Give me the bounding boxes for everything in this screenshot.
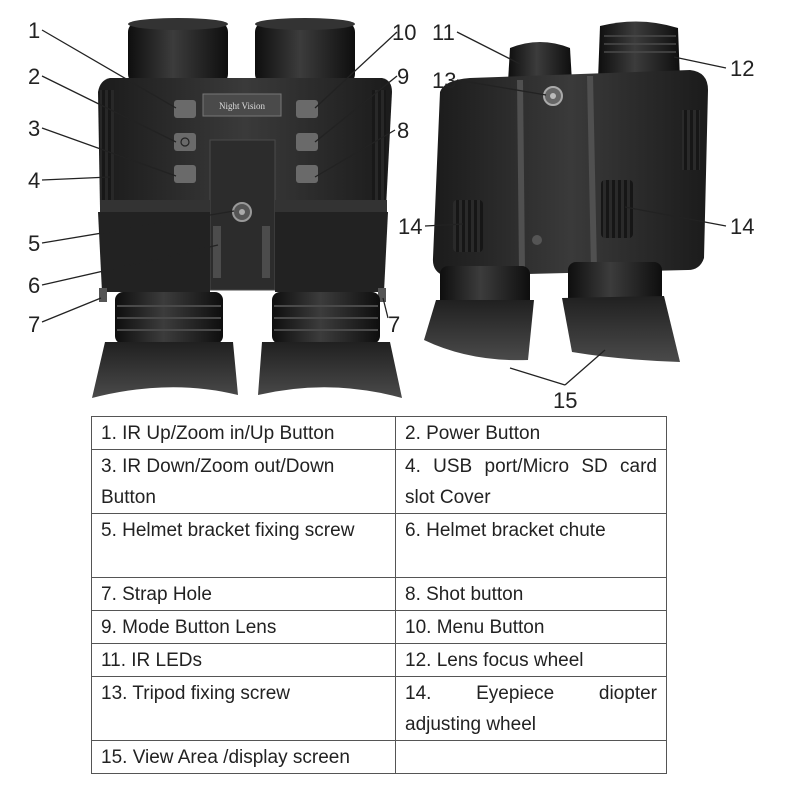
legend-row: 11. IR LEDs 12. Lens focus wheel: [91, 643, 667, 677]
legend-cell: 5. Helmet bracket fixing screw: [91, 513, 396, 578]
callout-15: 15: [553, 388, 577, 413]
device-label: Night Vision: [219, 101, 266, 111]
strap-hole-left: [99, 288, 107, 302]
left-objective-tube: [128, 22, 228, 84]
ir-up-button[interactable]: [174, 100, 196, 118]
mode-button[interactable]: [296, 133, 318, 151]
callout-6: 6: [28, 273, 40, 298]
legend-cell: 2. Power Button: [395, 416, 667, 450]
legend-row: 5. Helmet bracket fixing screw 6. Helmet…: [91, 513, 667, 578]
legend-cell: 12. Lens focus wheel: [395, 643, 667, 677]
legend-cell: 10. Menu Button: [395, 610, 667, 644]
callout-7-right: 7: [388, 312, 400, 337]
front-view-binocular: Night Vision: [92, 18, 402, 398]
angled-diopter-wheel-right[interactable]: [601, 180, 633, 238]
angled-diopter-wheel-left[interactable]: [453, 200, 483, 252]
callout-9: 9: [397, 64, 409, 89]
right-eyecup: [258, 342, 402, 398]
legend-cell: 7. Strap Hole: [91, 577, 396, 611]
callout-8: 8: [397, 118, 409, 143]
callout-10: 10: [392, 20, 416, 45]
legend-cell: 15. View Area /display screen: [91, 740, 396, 774]
strap-hole-right: [378, 288, 386, 302]
callout-5: 5: [28, 231, 40, 256]
legend-row: 9. Mode Button Lens 10. Menu Button: [91, 610, 667, 644]
leader-lines: [41, 29, 727, 386]
ir-down-button[interactable]: [174, 165, 196, 183]
callout-numbers: 1 2 3 4 5 6 7 7 8 9 10 11 12 13 14 14 15: [28, 18, 754, 413]
callout-14-right: 14: [730, 214, 754, 239]
callout-1: 1: [28, 18, 40, 43]
callout-13: 13: [432, 68, 456, 93]
legend-cell: 9. Mode Button Lens: [91, 610, 396, 644]
legend-cell: 11. IR LEDs: [91, 643, 396, 677]
legend-row: 7. Strap Hole 8. Shot button: [91, 577, 667, 611]
callout-12: 12: [730, 56, 754, 81]
callout-11: 11: [432, 20, 455, 45]
binocular-diagram: Night Vision: [28, 18, 754, 413]
callout-4: 4: [28, 168, 40, 193]
right-objective-tube: [255, 22, 355, 84]
label-plate: [202, 93, 282, 117]
legend-row: 15. View Area /display screen: [91, 740, 667, 774]
power-button[interactable]: [174, 133, 196, 151]
legend-cell: 14. Eyepiece diopter adjusting wheel: [395, 676, 667, 741]
legend-row: 1. IR Up/Zoom in/Up Button 2. Power Butt…: [91, 416, 667, 450]
legend-cell: 13. Tripod fixing screw: [91, 676, 396, 741]
angled-view-binocular: [424, 21, 708, 362]
angled-eyecup-left: [424, 300, 534, 361]
angled-eyecup-right: [562, 296, 680, 362]
callout-7-left: 7: [28, 312, 40, 337]
legend-row: 3. IR Down/Zoom out/Down Button 4. USB p…: [91, 449, 667, 514]
parts-legend-table: 1. IR Up/Zoom in/Up Button 2. Power Butt…: [91, 416, 667, 774]
callout-3: 3: [28, 116, 40, 141]
legend-cell: [395, 740, 667, 774]
legend-cell: 4. USB port/Micro SD card slot Cover: [395, 449, 667, 514]
callout-14-left: 14: [398, 214, 422, 239]
angled-body: [432, 70, 708, 276]
legend-row: 13. Tripod fixing screw 14. Eyepiece dio…: [91, 676, 667, 741]
left-eyecup: [92, 342, 238, 398]
callout-2: 2: [28, 64, 40, 89]
legend-cell: 6. Helmet bracket chute: [395, 513, 667, 578]
legend-cell: 1. IR Up/Zoom in/Up Button: [91, 416, 396, 450]
legend-cell: 8. Shot button: [395, 577, 667, 611]
ir-led-tube: [508, 42, 572, 82]
shot-button[interactable]: [296, 165, 318, 183]
menu-button[interactable]: [296, 100, 318, 118]
legend-cell: 3. IR Down/Zoom out/Down Button: [91, 449, 396, 514]
